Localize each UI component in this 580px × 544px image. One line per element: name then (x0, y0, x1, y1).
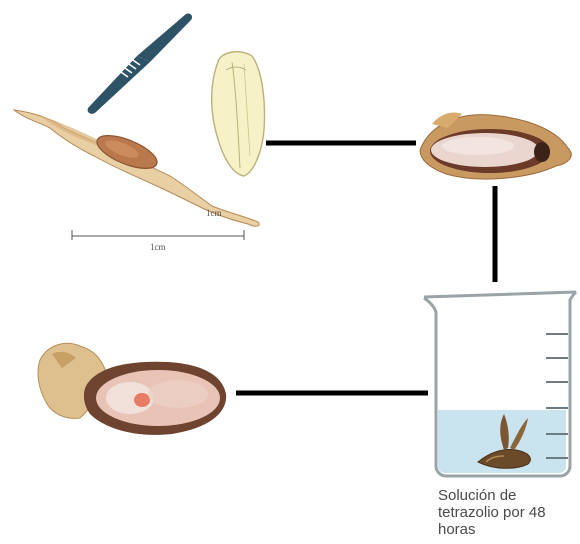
beaker-caption: Solución de tetrazolio por 48 horas (438, 487, 578, 538)
stained-seed-image (38, 343, 226, 435)
svg-text:1cm: 1cm (206, 208, 222, 218)
beaker-icon (424, 292, 576, 476)
scale-bar (72, 230, 244, 240)
scalpel-icon (88, 13, 192, 113)
cut-seed-image (420, 112, 571, 179)
embryo-drawing (212, 52, 265, 176)
scale-bar-label: 1cm (150, 242, 166, 252)
connector-lines (236, 143, 495, 393)
